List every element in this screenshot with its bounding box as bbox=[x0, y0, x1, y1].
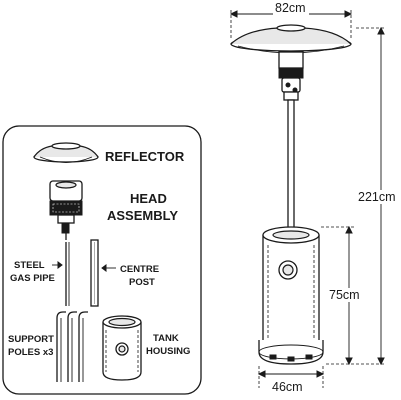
tank-housing-part bbox=[102, 315, 142, 381]
width-base-label: 46cm bbox=[272, 380, 303, 394]
head-assembly-label-line2: ASSEMBLY bbox=[107, 208, 178, 223]
width-base-dimension bbox=[257, 366, 325, 388]
tank-housing-label-line2: HOUSING bbox=[146, 346, 190, 357]
support-poles-part bbox=[56, 311, 88, 382]
centre-post-arrow-icon bbox=[101, 264, 116, 272]
assembled-heater bbox=[230, 24, 352, 365]
centre-post-part bbox=[90, 239, 99, 307]
height-base-label: 75cm bbox=[329, 288, 360, 302]
centre-post-label-line2: POST bbox=[129, 277, 155, 288]
centre-post-label-line1: CENTRE bbox=[120, 264, 159, 275]
support-poles-label-line1: SUPPORT bbox=[8, 334, 54, 345]
tank-housing-label-line1: TANK bbox=[153, 333, 179, 344]
steel-gas-pipe-label-line1: STEEL bbox=[14, 260, 45, 271]
steel-gas-pipe-arrow-icon bbox=[52, 261, 63, 269]
parts-panel-frame bbox=[2, 125, 202, 395]
steel-gas-pipe-label-line2: GAS PIPE bbox=[10, 273, 55, 284]
width-top-label: 82cm bbox=[275, 1, 306, 15]
reflector-part bbox=[33, 142, 99, 163]
reflector-label: REFLECTOR bbox=[105, 149, 185, 164]
head-assembly-label-line1: HEAD bbox=[130, 191, 167, 206]
head-assembly-part bbox=[49, 180, 83, 240]
support-poles-label-line2: POLES x3 bbox=[8, 347, 53, 358]
height-total-label: 221cm bbox=[358, 190, 396, 204]
steel-gas-pipe-part bbox=[65, 242, 70, 306]
